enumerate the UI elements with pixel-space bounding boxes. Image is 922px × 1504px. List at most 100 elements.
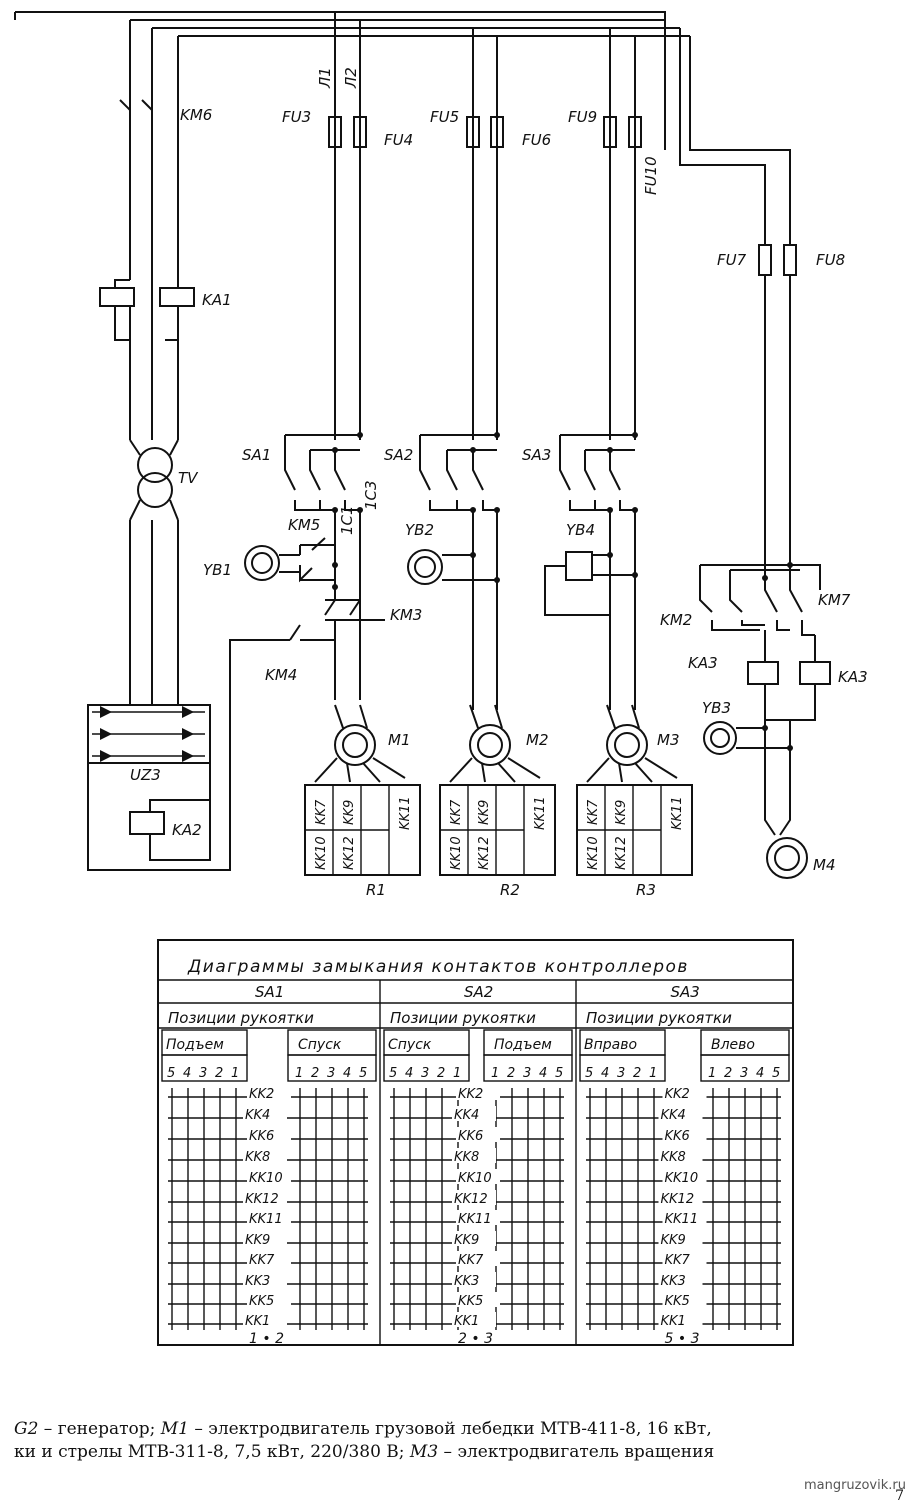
motor-rotor-leads xyxy=(314,757,406,783)
resistor-box-grid xyxy=(305,785,390,875)
contact-label: KK6 xyxy=(249,1129,274,1144)
contact-label: KK9 xyxy=(245,1233,270,1248)
label-r2: R2 xyxy=(500,881,520,899)
contact-label-bg xyxy=(658,1106,703,1121)
contact-label-bg xyxy=(243,1190,287,1205)
contact-label: KK2 xyxy=(458,1087,483,1102)
contact-label: KK4 xyxy=(661,1108,686,1123)
resistor-box-grid xyxy=(577,785,662,875)
contact-label-bg xyxy=(658,1231,703,1246)
position-number-left: 2 xyxy=(633,1066,641,1081)
contact-label-bg xyxy=(658,1312,703,1327)
label-r1: R1 xyxy=(366,881,386,899)
motor-outer-circle xyxy=(469,724,511,766)
resistor-label-kk10: KK10 xyxy=(314,836,329,870)
position-number-right: 1 xyxy=(708,1066,716,1081)
label-km4: KM4 xyxy=(265,666,297,684)
resistor-label-kk7: KK7 xyxy=(449,799,464,825)
controller-footer: 1 • 2 xyxy=(249,1331,284,1347)
right-direction-label: Подъем xyxy=(494,1037,552,1053)
label-fu6: FU6 xyxy=(522,131,551,149)
controller-name: SA1 xyxy=(255,983,284,1001)
label-1c3: 1C3 xyxy=(362,480,380,510)
controller-name: SA3 xyxy=(671,983,700,1001)
left-number-box xyxy=(579,1054,666,1082)
label-km7: KM7 xyxy=(818,591,851,609)
label-m2: M2 xyxy=(526,731,549,749)
controller-name: SA2 xyxy=(464,983,493,1001)
motor-rotor-leads xyxy=(449,757,541,783)
resistor-label-kk12: KK12 xyxy=(614,836,629,870)
label-m4: M4 xyxy=(813,856,836,874)
contact-label: KK4 xyxy=(245,1108,270,1123)
resistor-label-kk10: KK10 xyxy=(586,836,601,870)
position-number-left: 1 xyxy=(649,1066,657,1081)
motor-leads xyxy=(469,704,503,729)
position-number-left: 5 xyxy=(389,1066,397,1081)
label-km5: KM5 xyxy=(288,516,320,534)
contact-label-bg xyxy=(452,1190,496,1205)
left-column xyxy=(87,99,290,871)
contact-label: KK10 xyxy=(665,1171,699,1186)
watermark: mangruzovik.ru xyxy=(803,1478,906,1493)
contact-label-bg xyxy=(243,1148,287,1163)
right-number-box xyxy=(483,1054,573,1082)
contact-label: KK4 xyxy=(454,1108,479,1123)
label-ka1: KA1 xyxy=(202,291,232,309)
contact-label-bg xyxy=(247,1210,291,1225)
resistor-label-kk10: KK10 xyxy=(449,836,464,870)
contact-label-bg xyxy=(452,1312,496,1327)
position-number-left: 2 xyxy=(215,1066,223,1081)
left-number-box xyxy=(161,1054,248,1082)
position-number-left: 3 xyxy=(199,1066,207,1081)
label-fu4: FU4 xyxy=(384,131,413,149)
position-number-right: 4 xyxy=(539,1066,547,1081)
label-sa1: SA1 xyxy=(242,446,271,464)
contact-label-bg xyxy=(662,1127,707,1142)
contact-label-bg xyxy=(662,1292,707,1307)
contact-label-bg xyxy=(662,1210,707,1225)
position-number-right: 3 xyxy=(523,1066,531,1081)
label-ka3-left: KA3 xyxy=(688,654,718,672)
position-number-right: 5 xyxy=(772,1066,780,1081)
label-fu10: FU10 xyxy=(642,156,660,195)
resistor-label-kk11: KK11 xyxy=(398,796,413,830)
left-direction-label: Вправо xyxy=(584,1037,637,1053)
left-direction-label: Подъем xyxy=(166,1037,224,1053)
contact-label: KK7 xyxy=(458,1253,484,1268)
contact-label: KK8 xyxy=(454,1150,479,1165)
caption-m3: M3 xyxy=(409,1442,439,1462)
contact-label-bg xyxy=(452,1106,496,1121)
controller-footer: 5 • 3 xyxy=(665,1331,700,1347)
contact-label: KK1 xyxy=(661,1314,686,1329)
label-yb3: YB3 xyxy=(702,699,731,717)
contact-label: KK8 xyxy=(245,1150,270,1165)
position-number-right: 1 xyxy=(295,1066,303,1081)
contact-label: KK2 xyxy=(665,1087,690,1102)
contact-label-bg xyxy=(247,1292,291,1307)
label-l1: Л1 xyxy=(316,67,334,89)
left-number-box xyxy=(383,1054,470,1082)
contact-label: KK3 xyxy=(661,1274,686,1289)
m1-contactors xyxy=(244,537,385,700)
resistor-label-kk9: KK9 xyxy=(477,800,492,825)
caption-g2: G2 xyxy=(14,1419,39,1439)
label-uz3: UZ3 xyxy=(130,766,161,784)
m2-brake xyxy=(407,549,500,585)
motor-outer-circle xyxy=(606,724,648,766)
right-direction-label: Спуск xyxy=(298,1037,342,1053)
position-number-right: 4 xyxy=(756,1066,764,1081)
m4-circuit xyxy=(699,562,831,879)
position-number-right: 3 xyxy=(740,1066,748,1081)
contact-label-bg xyxy=(662,1169,707,1184)
contact-label: KK12 xyxy=(661,1192,695,1207)
contact-label: KK5 xyxy=(249,1294,274,1309)
contact-label: KK6 xyxy=(458,1129,483,1144)
controller-footer: 2 • 3 xyxy=(458,1331,493,1347)
resistor-label-kk11: KK11 xyxy=(533,796,548,830)
contact-label-bg xyxy=(456,1127,500,1142)
left-direction-label: Спуск xyxy=(388,1037,432,1053)
contact-label-bg xyxy=(456,1210,500,1225)
